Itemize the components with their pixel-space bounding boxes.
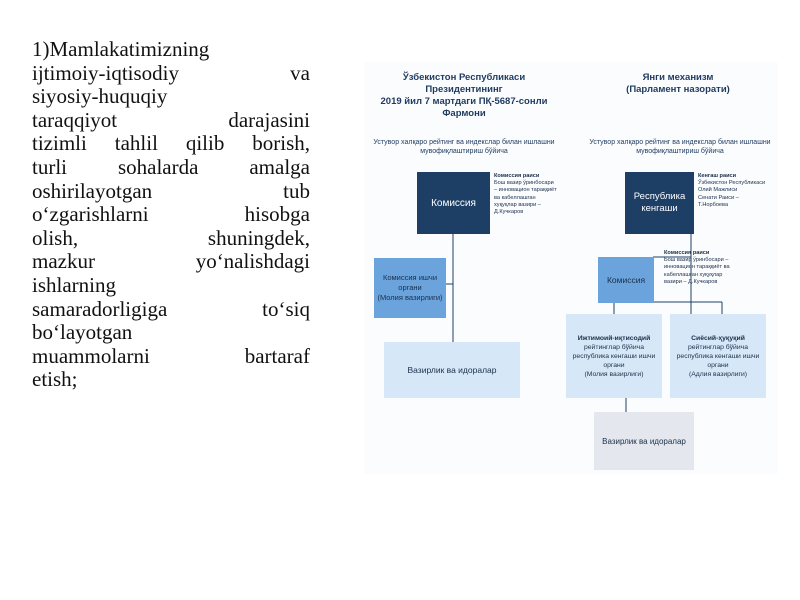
right-commission-note: Комиссия раиси Бош вазир ўринбосари – ин…: [664, 250, 754, 286]
note-line: Бош вазир ўринбосари: [494, 180, 554, 187]
note-line: ва кабеллашган: [494, 194, 536, 201]
right-ministries-box: Вазирлик ва идоралар: [594, 412, 694, 470]
socio-economic-work-organ-box: Ижтимоий-иқтисодий рейтинглар бўйича рес…: [566, 314, 662, 398]
council-chair-note: Кенгаш раиси Ўзбекистон Республикаси Оли…: [698, 173, 772, 209]
box-line: республика кенгаши ишчи: [572, 352, 656, 360]
box-line: органи: [603, 361, 625, 369]
box-line: Ижтимоий-иқтисодий: [577, 334, 651, 342]
text-line: turli sohalarda amalga: [32, 154, 310, 179]
note-line: – инновацион тараққиёт: [494, 187, 557, 194]
box-line: Республика: [633, 191, 686, 202]
note-line: Д.Кучкаров: [494, 209, 524, 216]
left-ministries-box: Вазирлик ва идоралар: [384, 342, 520, 398]
left-header: Ўзбекистон Республикаси Президентининг 2…: [366, 72, 562, 120]
box-line: Сиёсий-ҳуқуқий: [691, 334, 745, 342]
text-line: o‘zgarishlarni hisobga: [32, 202, 310, 227]
note-line: Ўзбекистон Республикаси: [698, 180, 766, 187]
note-line: вазири – Д.Кучкаров: [664, 278, 718, 285]
text-line: 1)Mamlakatimizning: [32, 37, 210, 61]
bullet-text-block: 1)Mamlakatimizning ijtimoiy-iqtisodiy va…: [32, 37, 310, 392]
left-work-organ-box: Комиссия ишчи органи (Молия вазирлиги): [374, 258, 446, 318]
political-legal-work-organ-box: Сиёсий-ҳуқуқий рейтинглар бўйича республ…: [670, 314, 766, 398]
text-line: bo‘layotgan: [32, 320, 133, 345]
right-subtitle-line: Устувор халқаро рейтинг ва индекслар бил…: [589, 139, 771, 146]
box-line: рейтинглар бўйича: [584, 343, 644, 351]
text-line: taraqqiyot darajasini: [32, 107, 310, 132]
note-line: кабеллашган хуқуқлар: [664, 271, 723, 278]
text-line: mazkur yo‘nalishdagi: [32, 249, 310, 274]
left-subtitle-line: Устувор халқаро рейтинг ва индекслар бил…: [373, 139, 555, 146]
box-line: (Молия вазирлиги): [584, 370, 644, 378]
left-header-line: 2019 йил 7 мартдаги ПҚ-5687-сонли Фармон…: [380, 96, 548, 119]
republic-council-box: Республика кенгаши: [625, 172, 694, 234]
note-title: Кенгаш раиси: [698, 173, 737, 179]
right-subtitle-line: мувофиқлаштириш бўйича: [636, 148, 724, 155]
text-line: oshirilayotgan tub: [32, 178, 310, 203]
box-line: (Адлия вазирлиги): [688, 370, 748, 378]
note-title: Комиссия раиси: [664, 250, 710, 256]
text-line: ishlarning: [32, 272, 116, 297]
right-header: Янги механизм (Парламент назорати): [580, 72, 776, 96]
left-header-line: Ўзбекистон Республикаси Президентининг: [402, 72, 526, 95]
text-line: muammolarni bartaraf: [32, 343, 310, 368]
note-line: хуқуқлар вазири –: [494, 201, 541, 208]
box-line: рейтинглар бўйича: [688, 343, 748, 351]
text-line: etish;: [32, 367, 78, 392]
right-header-line: (Парламент назорати): [626, 84, 730, 95]
text-line: ijtimoiy-iqtisodiy va: [32, 60, 310, 85]
note-line: Сенати Раиси –: [698, 194, 739, 201]
box-line: органи: [398, 283, 422, 292]
text-line: olish, shuningdek,: [32, 225, 310, 250]
note-title: Комиссия раиси: [494, 173, 540, 179]
box-line: органи: [707, 361, 729, 369]
text-line: samaradorligiga to‘siq: [32, 296, 310, 321]
note-line: Олий Мажлиси: [698, 187, 738, 194]
left-subtitle-line: мувофиқлаштириш бўйича: [420, 148, 508, 155]
text-line: tizimli tahlil qilib borish,: [32, 131, 310, 156]
note-line: Т.Норбоева: [698, 201, 729, 208]
box-line: кенгаши: [641, 203, 678, 214]
right-header-line: Янги механизм: [642, 72, 714, 83]
box-line: республика кенгаши ишчи: [676, 352, 760, 360]
right-commission-box: Комиссия: [598, 257, 654, 303]
box-line: (Молия вазирлиги): [377, 293, 443, 302]
note-line: инновацион тараққиёт ва: [664, 264, 730, 271]
mechanism-diagram: Ўзбекистон Республикаси Президентининг 2…: [364, 62, 778, 474]
left-commission-note: Комиссия раиси Бош вазир ўринбосари – ин…: [494, 173, 558, 216]
left-commission-box: Комиссия: [417, 172, 490, 234]
text-line: siyosiy-huquqiy: [32, 84, 168, 109]
left-subtitle: Устувор халқаро рейтинг ва индекслар бил…: [366, 138, 562, 156]
note-line: Бош вазир ўринбосари –: [664, 257, 729, 264]
box-line: Комиссия ишчи: [382, 273, 438, 282]
right-subtitle: Устувор халқаро рейтинг ва индекслар бил…: [582, 138, 778, 156]
